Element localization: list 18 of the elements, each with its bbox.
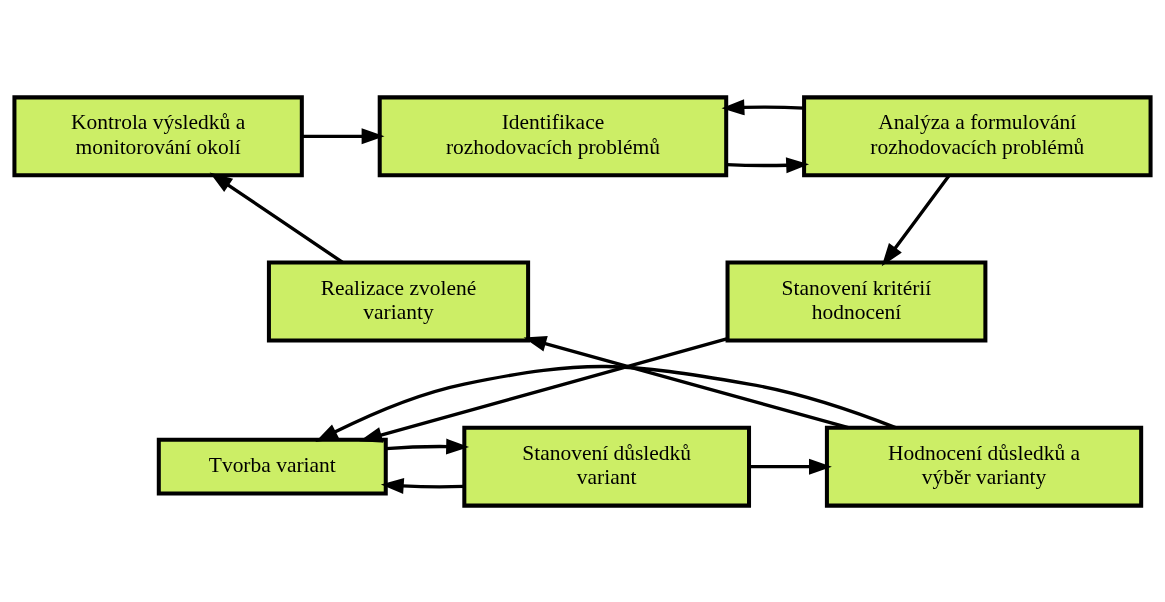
node-box: Kontrola výsledků a monitorování okolí bbox=[12, 94, 304, 177]
arrow bbox=[301, 127, 385, 144]
node-box: Analýza a formulování rozhodovacích problémů bbox=[802, 94, 1153, 177]
arrow bbox=[209, 172, 344, 264]
node-box: Identifikace rozhodovacích problémů bbox=[377, 94, 729, 177]
arrow bbox=[721, 98, 805, 115]
node-box: Realizace zvolené varianty bbox=[266, 260, 531, 342]
arrow bbox=[385, 438, 470, 455]
node-box: Tvorba variant bbox=[156, 437, 388, 496]
node-box: Hodnocení důsledků a výběr varianty bbox=[824, 425, 1144, 508]
node-box: Stanovení kritérií hodnocení bbox=[725, 260, 988, 342]
arrow bbox=[315, 364, 897, 442]
node-box: Stanovení důsledků variant bbox=[462, 425, 752, 508]
arrow bbox=[726, 156, 810, 173]
arrow bbox=[380, 477, 464, 494]
arrow bbox=[749, 458, 832, 475]
arrow bbox=[359, 336, 728, 443]
arrow bbox=[523, 335, 849, 429]
